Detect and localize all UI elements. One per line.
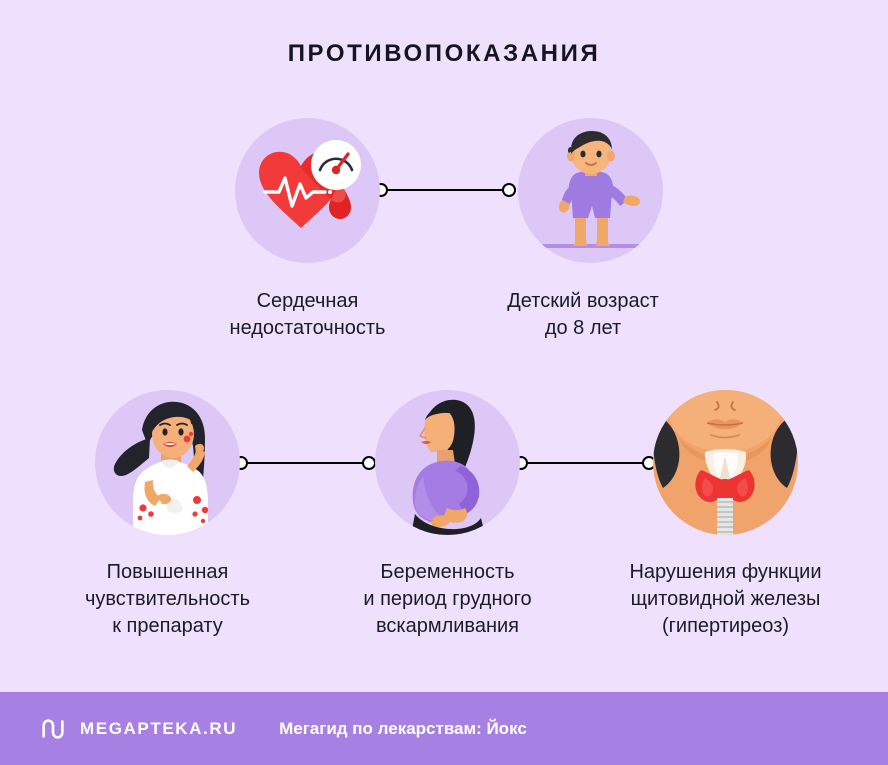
page-title: ПРОТИВОПОКАЗАНИЯ xyxy=(287,40,601,67)
allergy-woman-icon xyxy=(95,390,240,535)
item-label-pregnancy: Беременность и период грудного вскармлив… xyxy=(363,561,532,637)
connector-dot-end xyxy=(362,456,376,470)
megapteka-m-logo-icon xyxy=(38,714,68,744)
footer-brand-name: MEGAPTEKA.RU xyxy=(80,718,238,738)
item-label-child-age: Детский возраст до 8 лет xyxy=(507,290,659,339)
connector-line xyxy=(240,462,370,464)
item-label-hypersensitivity: Повышенная чувствительность к препарату xyxy=(84,561,250,637)
thyroid-neck-icon xyxy=(653,390,798,535)
child-icon xyxy=(518,118,663,263)
connector-line xyxy=(380,189,510,191)
connector-pregnancy-to-thyroid xyxy=(514,456,656,470)
connector-allergy-to-pregnancy xyxy=(234,456,376,470)
pregnant-woman-icon xyxy=(375,390,520,535)
connector-dot-end xyxy=(502,183,516,197)
connector-line xyxy=(520,462,650,464)
heart-pressure-icon xyxy=(235,118,380,263)
footer-bar: MEGAPTEKA.RU Мегагид по лекарствам: Йокс xyxy=(0,692,888,765)
item-label-heart-failure: Сердечная недостаточность xyxy=(229,290,386,339)
footer-tagline: Мегагид по лекарствам: Йокс xyxy=(279,718,527,738)
connector-heart-to-child xyxy=(374,183,516,197)
item-label-thyroid: Нарушения функции щитовидной железы (гип… xyxy=(629,561,822,637)
